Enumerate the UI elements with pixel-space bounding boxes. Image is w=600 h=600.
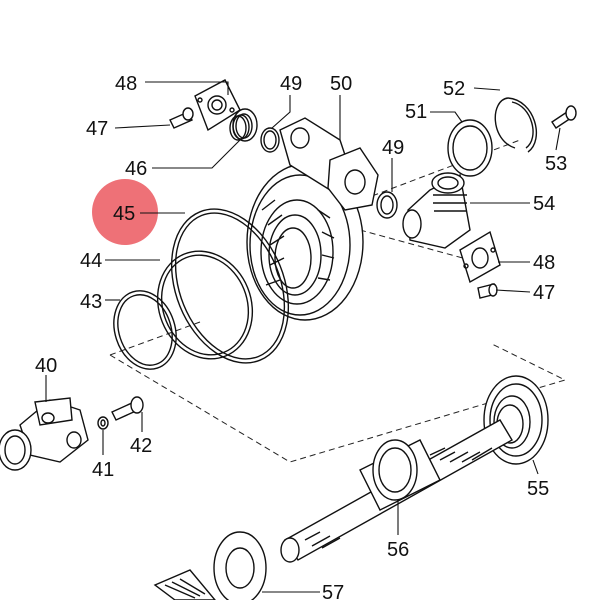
part-40-flange-block xyxy=(0,397,89,471)
part-52-snap-ring xyxy=(494,97,537,153)
part-44-ring xyxy=(156,250,254,360)
part-46-seal xyxy=(229,108,258,142)
part-label-47-right[interactable]: 47 xyxy=(533,282,555,304)
part-51-ring xyxy=(447,119,493,177)
part-47-bolt-top xyxy=(169,107,194,129)
part-label-50[interactable]: 50 xyxy=(330,73,352,95)
part-label-49-right[interactable]: 49 xyxy=(382,137,404,159)
part-56-shaft xyxy=(280,419,513,563)
part-label-45[interactable]: 45 xyxy=(113,203,135,225)
part-label-54[interactable]: 54 xyxy=(533,193,555,215)
part-label-48-right[interactable]: 48 xyxy=(533,252,555,274)
part-label-56[interactable]: 56 xyxy=(387,539,409,561)
part-43-ring xyxy=(113,290,177,370)
highlight-marker xyxy=(92,179,158,245)
part-label-44[interactable]: 44 xyxy=(80,250,102,272)
part-label-40[interactable]: 40 xyxy=(35,355,57,377)
part-42-bolt xyxy=(111,396,144,421)
part-label-49-top[interactable]: 49 xyxy=(280,73,302,95)
part-47-bolt-right xyxy=(477,283,498,299)
part-label-57[interactable]: 57 xyxy=(322,582,344,600)
part-54-elbow xyxy=(402,172,471,249)
part-53-bolt xyxy=(551,105,577,129)
part-labels: 48 49 50 52 47 51 46 49 53 45 54 44 48 4… xyxy=(35,73,567,600)
leader-lines xyxy=(45,81,561,593)
part-41-washer xyxy=(97,416,109,430)
part-label-42[interactable]: 42 xyxy=(130,435,152,457)
part-label-43[interactable]: 43 xyxy=(80,291,102,313)
part-48-flange-right xyxy=(459,230,501,284)
part-label-48-top[interactable]: 48 xyxy=(115,73,137,95)
part-label-47-top[interactable]: 47 xyxy=(86,118,108,140)
part-label-53[interactable]: 53 xyxy=(545,153,567,175)
part-49-oring-right xyxy=(376,191,398,219)
part-label-41[interactable]: 41 xyxy=(92,459,114,481)
part-label-46[interactable]: 46 xyxy=(125,158,147,180)
part-50-housing xyxy=(246,117,379,321)
part-label-51[interactable]: 51 xyxy=(405,101,427,123)
part-57-bearing xyxy=(153,531,267,600)
part-49-oring-top xyxy=(260,127,280,153)
part-label-55[interactable]: 55 xyxy=(527,478,549,500)
part-45-ring xyxy=(170,208,290,364)
part-label-52[interactable]: 52 xyxy=(443,78,465,100)
